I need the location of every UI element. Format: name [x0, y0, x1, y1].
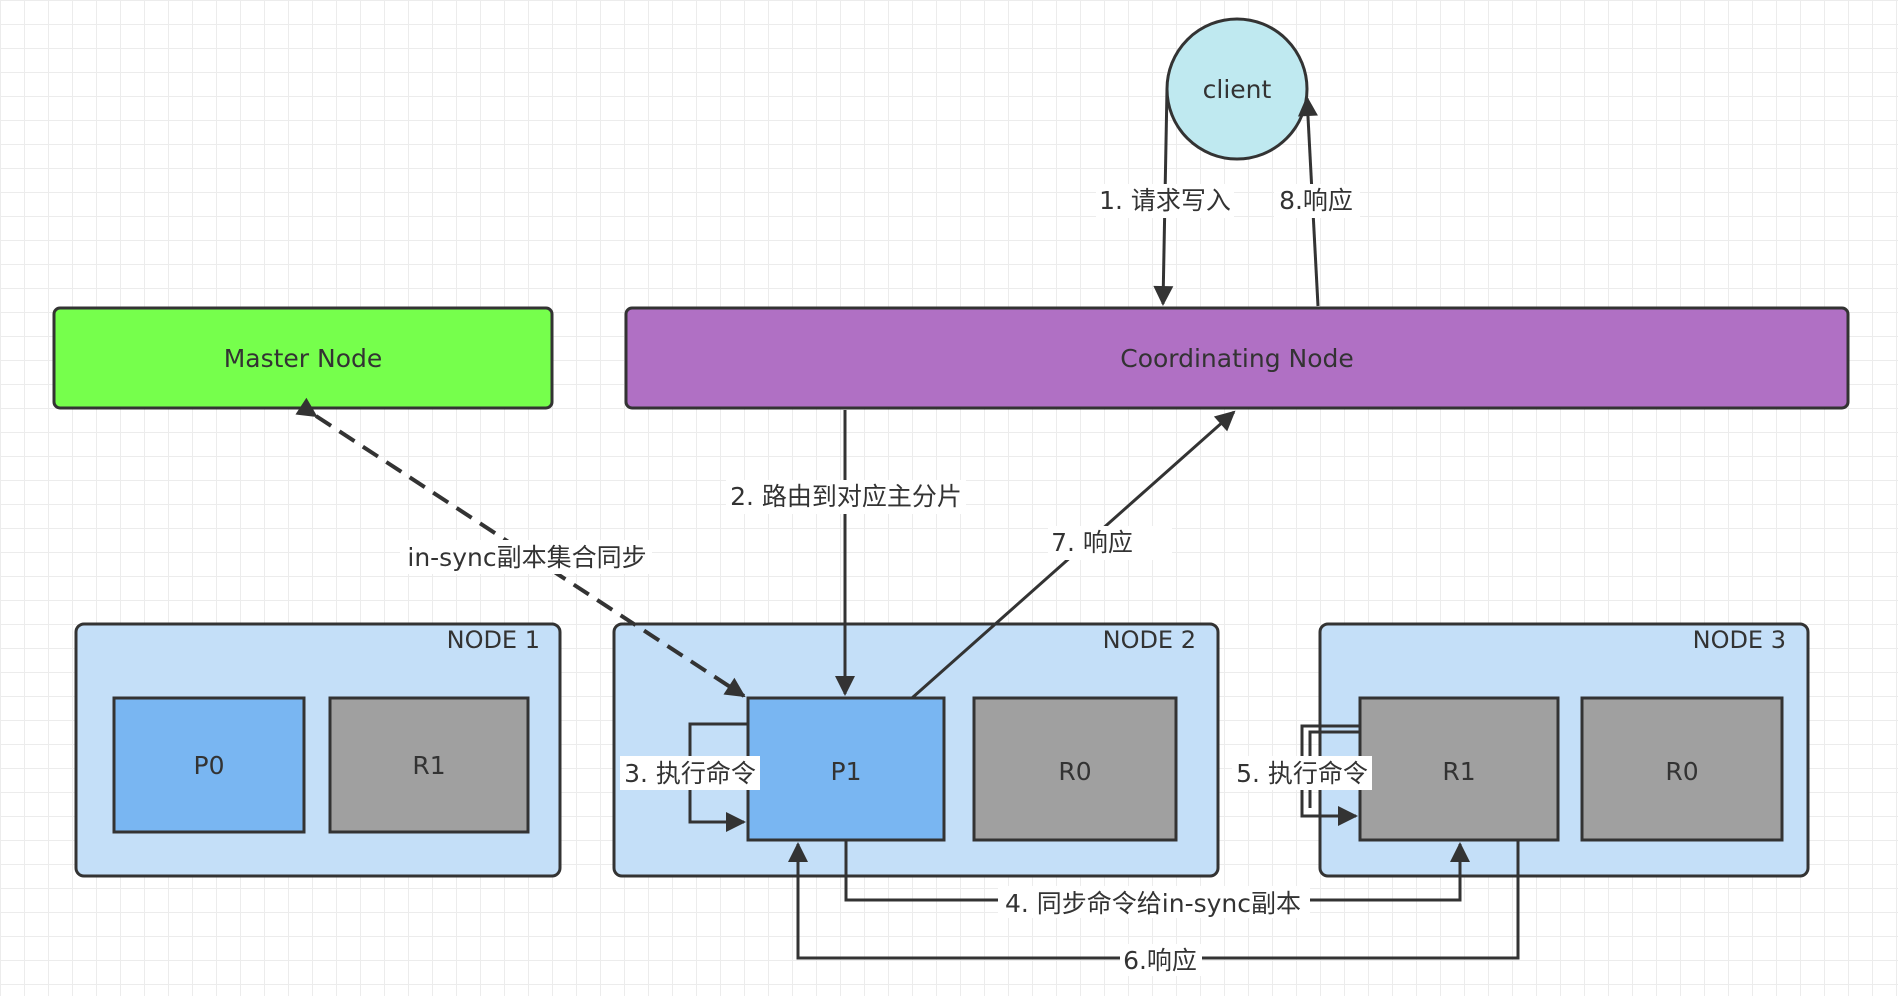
- step7-label: 7. 响应: [1051, 528, 1133, 557]
- node3-shard-r1-label: R1: [1442, 757, 1475, 786]
- coordinating-node-box: [624, 306, 1850, 410]
- node2-shard-r0: [972, 696, 1178, 842]
- step1-label: 1. 请求写入: [1099, 186, 1231, 215]
- in-sync-label: in-sync副本集合同步: [407, 543, 646, 572]
- client-label: client: [1203, 75, 1272, 104]
- node1-shard-p0: [112, 696, 306, 834]
- coordinating-node-label: Coordinating Node: [1120, 344, 1354, 373]
- node3-title: NODE 3: [1693, 626, 1786, 654]
- step2-label: 2. 路由到对应主分片: [730, 482, 962, 511]
- step3-label: 3. 执行命令: [624, 759, 756, 788]
- node3-shard-r1: [1358, 696, 1560, 842]
- node1-shard-r1-label: R1: [412, 751, 445, 780]
- node3-shard-r0-label: R0: [1665, 757, 1698, 786]
- node1-shard-p0-label: P0: [194, 751, 225, 780]
- step6-label: 6.响应: [1123, 946, 1197, 975]
- node2-shard-p1-label: P1: [831, 757, 862, 786]
- step4-label: 4. 同步命令给in-sync副本: [1005, 889, 1301, 918]
- step8-label: 8.响应: [1279, 186, 1353, 215]
- node1-shard-r1: [328, 696, 530, 834]
- step5-label: 5. 执行命令: [1236, 759, 1368, 788]
- node2-shard-r0-label: R0: [1058, 757, 1091, 786]
- master-node-label: Master Node: [224, 344, 383, 373]
- node1-title: NODE 1: [447, 626, 540, 654]
- node2-title: NODE 2: [1103, 626, 1196, 654]
- node3-shard-r0: [1580, 696, 1784, 842]
